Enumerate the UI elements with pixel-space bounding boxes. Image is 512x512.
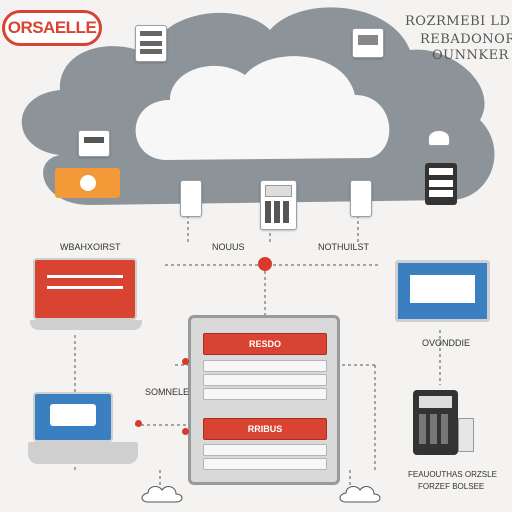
handset-icon	[458, 418, 474, 452]
rack-unit	[203, 444, 327, 456]
monitor-icon	[428, 130, 450, 146]
rack-unit	[203, 360, 327, 372]
label-center-right: NOTHUILST	[318, 242, 370, 252]
router-icon[interactable]	[78, 130, 110, 157]
rack-unit	[203, 374, 327, 386]
small-cloud-icon	[339, 485, 381, 503]
workstation-icon[interactable]	[395, 260, 490, 322]
label-bottom-right-1: FEAUOUTHAS ORZSLE	[408, 470, 497, 479]
logo-text: ORSAELLE	[7, 18, 97, 37]
rack-unit	[203, 458, 327, 470]
module-icon[interactable]	[350, 180, 372, 217]
title-line-3: OUNNKER	[432, 48, 509, 63]
label-right-monitor: OVONDDIE	[422, 338, 471, 348]
brand-logo: ORSAELLE	[2, 10, 102, 46]
workstation-icon[interactable]	[413, 390, 458, 455]
laptop-icon[interactable]	[33, 392, 113, 442]
rack-unit	[203, 388, 327, 400]
laptop-icon[interactable]	[33, 258, 137, 320]
rack-bottom-unit: RRIBUS	[203, 418, 327, 440]
laptop-base	[30, 320, 142, 330]
connection-pin[interactable]	[258, 257, 272, 271]
title-line-2: REBADONOR	[420, 32, 512, 47]
label-left-laptop: SOMNELE	[145, 387, 190, 397]
small-cloud-icon	[141, 485, 183, 503]
label-bottom-right-2: FORZEF BOLSEE	[418, 482, 485, 491]
title-line-1: ROZRMEBI LD	[405, 14, 511, 29]
connection-pin	[182, 428, 189, 435]
laptop-keyboard	[28, 442, 138, 464]
hub-icon[interactable]	[55, 168, 120, 198]
switch-icon[interactable]	[180, 180, 202, 217]
rack-server-icon[interactable]: RESDO RRIBUS	[188, 315, 340, 485]
server-stack-icon[interactable]	[425, 163, 457, 205]
keypad-icon[interactable]	[260, 180, 297, 230]
connection-pin	[182, 358, 189, 365]
printer-icon[interactable]	[352, 28, 384, 58]
server-icon[interactable]	[135, 25, 167, 62]
connection-pin	[135, 420, 142, 427]
label-center-left: NOUUS	[212, 242, 245, 252]
rack-top-unit: RESDO	[203, 333, 327, 355]
label-left-network: WBAHXOIRST	[60, 242, 121, 252]
